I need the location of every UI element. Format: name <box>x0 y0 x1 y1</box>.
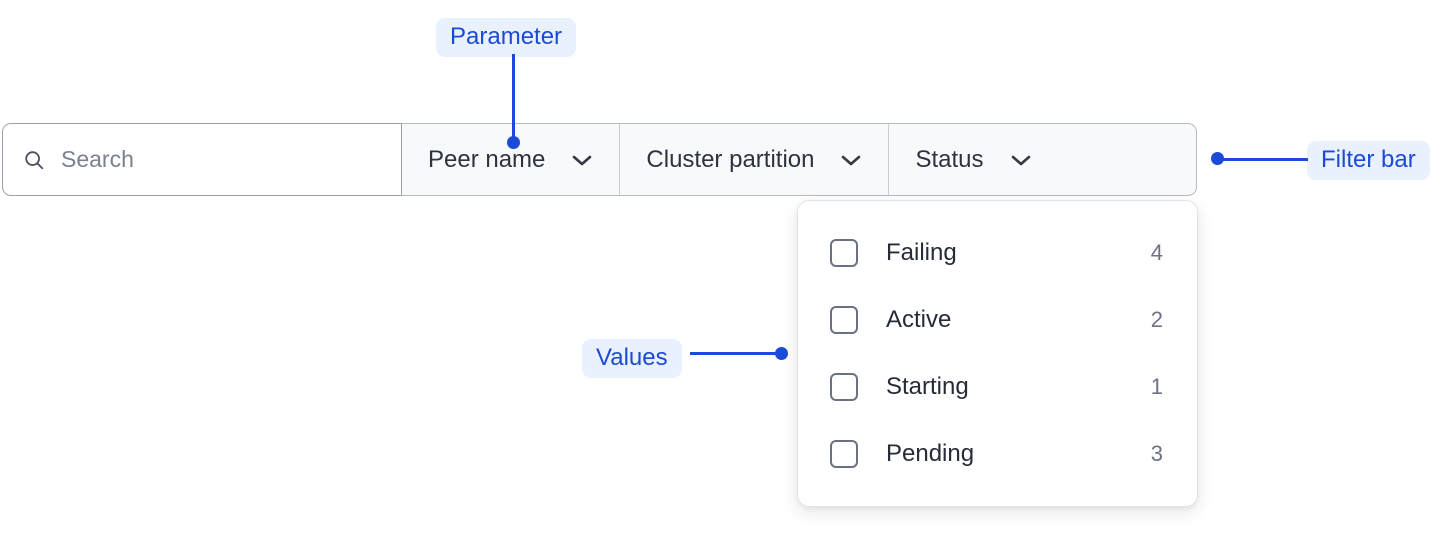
annotation-filter-bar-dot <box>1211 152 1224 165</box>
checkbox-starting[interactable] <box>830 373 858 402</box>
list-item-label: Starting <box>886 373 969 401</box>
list-item-label: Pending <box>886 440 975 468</box>
checkbox-pending[interactable] <box>830 440 858 469</box>
dropdown-cluster-partition-label: Cluster partition <box>646 145 815 173</box>
list-item[interactable]: Starting 1 <box>798 359 1197 415</box>
checkbox-failing[interactable] <box>830 238 858 267</box>
list-item-count: 3 <box>1150 441 1163 467</box>
annotation-values-leader-line <box>690 352 782 355</box>
dropdown-status-label: Status <box>915 145 984 173</box>
list-item[interactable]: Failing 4 <box>798 225 1197 281</box>
dropdown-status[interactable]: Status <box>889 124 1057 195</box>
dropdown-peer-name[interactable]: Peer name <box>402 124 621 195</box>
chevron-down-icon <box>573 155 592 165</box>
search-input[interactable] <box>61 146 391 173</box>
annotation-filter-bar-leader-line <box>1222 158 1308 161</box>
filter-bar: Peer name Cluster partition Status <box>2 123 1197 196</box>
list-item-label: Failing <box>886 238 957 266</box>
annotation-values-dot <box>775 347 788 360</box>
checkbox-active[interactable] <box>830 305 858 334</box>
dropdown-cluster-partition[interactable]: Cluster partition <box>620 124 890 195</box>
search-icon <box>25 150 44 169</box>
list-item-count: 4 <box>1150 239 1163 265</box>
annotation-filter-bar-label: Filter bar <box>1307 141 1430 180</box>
dropdown-group: Peer name Cluster partition Status <box>402 123 1197 196</box>
chevron-down-icon <box>1011 155 1030 165</box>
list-item[interactable]: Pending 3 <box>798 426 1197 482</box>
search-field[interactable] <box>2 123 402 196</box>
list-item[interactable]: Active 2 <box>798 292 1197 348</box>
list-item-label: Active <box>886 305 952 333</box>
dropdown-peer-name-label: Peer name <box>428 145 546 173</box>
annotation-parameter-dot <box>507 136 520 149</box>
chevron-down-icon <box>842 155 861 165</box>
list-item-count: 1 <box>1150 374 1163 400</box>
annotation-parameter-leader-line <box>512 54 515 140</box>
annotation-values-label: Values <box>582 339 682 378</box>
status-values-panel: Failing 4 Active 2 Starting 1 Pending 3 <box>797 200 1198 507</box>
annotation-parameter-label: Parameter <box>436 18 577 57</box>
list-item-count: 2 <box>1150 306 1163 332</box>
